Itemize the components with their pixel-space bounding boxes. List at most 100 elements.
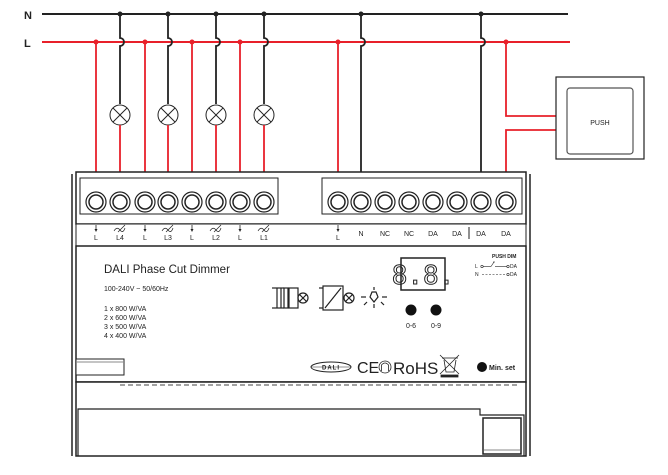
junction-dot <box>335 39 341 45</box>
left-terminal-1 <box>85 191 107 213</box>
junction-dot <box>237 39 243 45</box>
device-title: DALI Phase Cut Dimmer <box>104 264 230 276</box>
terminal-label: DA <box>452 231 462 238</box>
lamp-icon <box>157 104 179 126</box>
terminal-label: L <box>143 235 147 242</box>
junction-dot <box>189 39 195 45</box>
neutral-wire <box>167 14 173 104</box>
neutral-bus-label: N <box>24 10 32 22</box>
left-terminal-7 <box>229 191 251 213</box>
lamp-icon <box>253 104 275 126</box>
push-dim-schematic: PUSH DIM L N DA DA <box>475 254 518 278</box>
neutral-wire <box>215 14 221 104</box>
push-feed-wire <box>505 42 556 117</box>
right-terminal-label-4: NC <box>404 231 414 238</box>
lamp-icon <box>297 292 309 304</box>
load-rating-1: 1 x 800 W/VA <box>104 306 147 313</box>
left-terminal-4 <box>157 191 179 213</box>
right-terminal-6 <box>446 191 468 213</box>
terminal-label: L4 <box>116 235 124 242</box>
terminal-label: NC <box>404 231 414 238</box>
terminal-label: L <box>238 235 242 242</box>
certifications: DALI CE RoHS Min. set <box>310 354 516 378</box>
right-terminal-label-6: DA <box>452 231 462 238</box>
push-button: PUSH <box>555 76 645 160</box>
right-terminal-3 <box>374 191 396 213</box>
load-rating-3: 3 x 500 W/VA <box>104 324 147 331</box>
lamp-icon <box>109 104 131 126</box>
dali-logo: DALI <box>310 361 352 373</box>
ce-mark: CE <box>357 360 379 377</box>
left-terminal-6 <box>205 191 227 213</box>
svg-text:L: L <box>475 264 478 270</box>
left-terminal-5 <box>181 191 203 213</box>
lamp-icon <box>343 292 355 304</box>
right-terminal-1 <box>327 191 349 213</box>
terminal-label: L <box>94 235 98 242</box>
approval-icon <box>378 360 392 374</box>
segment-display: 8.8. <box>391 257 455 292</box>
knob-units-label: 0-9 <box>431 323 441 330</box>
knob-tens-label: 0-6 <box>406 323 416 330</box>
right-terminal-label-7: DA <box>476 231 486 238</box>
neutral-wire <box>360 14 366 202</box>
knob-units[interactable] <box>430 304 442 316</box>
right-terminal-7 <box>470 191 492 213</box>
terminal-label: L <box>190 235 194 242</box>
terminal-label: N <box>358 231 363 238</box>
terminal-label: L2 <box>212 235 220 242</box>
left-terminal-2 <box>109 191 131 213</box>
rohs-label: RoHS <box>393 359 438 378</box>
right-terminal-8 <box>495 191 517 213</box>
neutral-wire <box>119 14 125 104</box>
right-terminal-label-3: NC <box>380 231 390 238</box>
terminal-label: L3 <box>164 235 172 242</box>
left-terminal-3 <box>134 191 156 213</box>
right-terminal-label-1: L <box>336 225 340 242</box>
left-terminal-label-8: L1 <box>257 224 270 242</box>
left-terminal-label-2: L4 <box>113 224 126 242</box>
push-neutral-wire <box>480 14 486 202</box>
left-terminal-label-5: L <box>190 225 194 242</box>
svg-text:PUSH DIM: PUSH DIM <box>492 254 516 260</box>
terminal-label: DA <box>476 231 486 238</box>
line-bus-label: L <box>24 38 31 50</box>
right-terminal-label-8: DA <box>501 231 511 238</box>
terminal-label: L <box>336 235 340 242</box>
junction-dot <box>93 39 99 45</box>
min-set-label: Min. set <box>489 365 516 372</box>
right-terminal-label-2: N <box>358 231 363 238</box>
svg-text:DALI: DALI <box>322 366 340 372</box>
terminal-label: L1 <box>260 235 268 242</box>
right-terminal-label-5: DA <box>428 231 438 238</box>
load-rating-4: 4 x 400 W/VA <box>104 333 147 340</box>
relay-icon <box>272 287 299 309</box>
svg-text:N: N <box>475 272 479 278</box>
load-rating-2: 2 x 600 W/VA <box>104 315 147 322</box>
min-set-button[interactable] <box>477 362 487 372</box>
push-button-label: PUSH <box>590 120 609 127</box>
terminal-label: DA <box>428 231 438 238</box>
left-terminal-label-4: L3 <box>161 224 174 242</box>
converter-icon <box>319 285 344 311</box>
knob-tens[interactable] <box>405 304 417 316</box>
left-terminal-label-1: L <box>94 225 98 242</box>
left-terminal-label-6: L2 <box>209 224 222 242</box>
light-bulb-icon <box>361 287 387 308</box>
junction-dot <box>142 39 148 45</box>
svg-text:DA: DA <box>510 272 518 278</box>
svg-text:DA: DA <box>510 264 518 270</box>
neutral-wire <box>263 14 269 104</box>
weee-bin-icon <box>439 354 460 378</box>
right-terminal-2 <box>350 191 372 213</box>
terminal-label: DA <box>501 231 511 238</box>
input-rating: 100-240V ~ 50/60Hz <box>104 286 169 293</box>
left-terminal-8 <box>253 191 275 213</box>
right-terminal-4 <box>398 191 420 213</box>
left-terminal-label-3: L <box>143 225 147 242</box>
lamp-icon <box>205 104 227 126</box>
function-symbols <box>272 285 387 311</box>
left-terminal-label-7: L <box>238 225 242 242</box>
terminal-label: NC <box>380 231 390 238</box>
